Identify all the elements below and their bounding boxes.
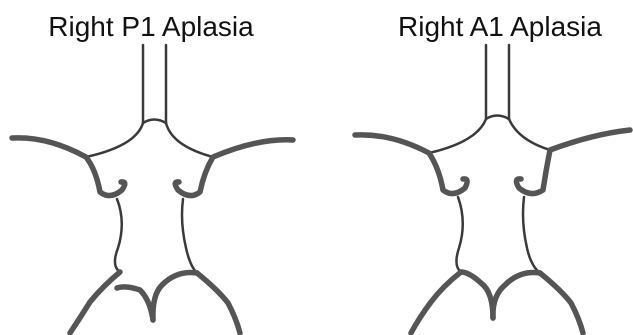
- anterior-communicating-artery: [143, 120, 166, 124]
- right-posterior-communicating-artery: [115, 199, 122, 272]
- left-p1-segment: [493, 273, 540, 319]
- left-p1-segment: [153, 273, 197, 321]
- left-middle-cerebral-artery: [516, 130, 630, 194]
- right-a1-segment: [86, 123, 143, 157]
- diagram-panel-right-p1-aplasia: Right P1 Aplasia: [0, 0, 310, 335]
- right-p1-stump: [117, 287, 153, 320]
- left-posterior-cerebral-artery: [197, 273, 240, 333]
- anterior-communicating-artery: [486, 116, 509, 120]
- left-a1-segment: [166, 123, 213, 157]
- left-middle-cerebral-artery: [175, 140, 293, 196]
- right-posterior-cerebral-artery: [411, 272, 461, 333]
- right-posterior-cerebral-artery: [70, 272, 120, 333]
- left-a1-segment: [509, 119, 550, 150]
- left-posterior-communicating-artery: [523, 197, 540, 273]
- left-posterior-communicating-artery: [182, 199, 197, 273]
- left-posterior-cerebral-artery: [540, 273, 583, 333]
- circle-of-willis-diagram: [0, 0, 310, 335]
- circle-of-willis-diagram: [343, 0, 633, 335]
- right-middle-cerebral-artery: [12, 138, 125, 196]
- right-posterior-communicating-artery: [456, 197, 462, 272]
- diagram-panel-right-a1-aplasia: Right A1 Aplasia: [343, 0, 633, 335]
- right-middle-cerebral-artery: [355, 135, 467, 194]
- right-p1-segment: [461, 272, 493, 318]
- right-a1-segment: [429, 119, 486, 153]
